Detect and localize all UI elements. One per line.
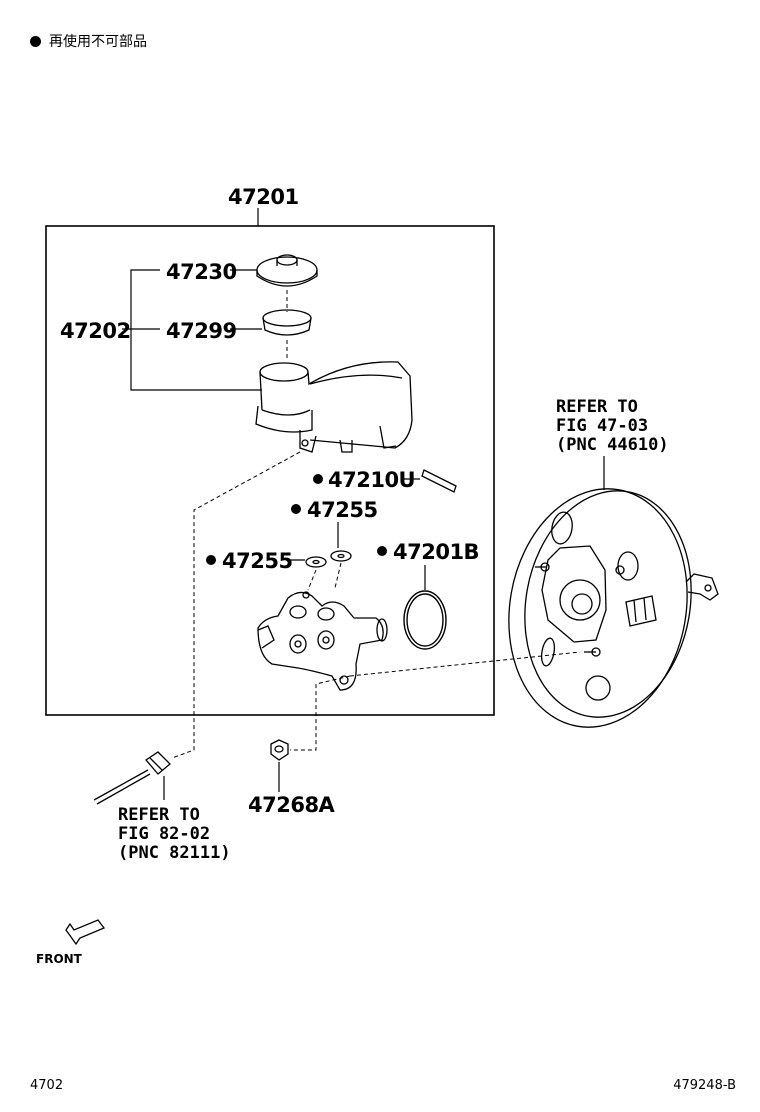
part-47255b-label[interactable]: 47255	[222, 549, 293, 573]
booster-ref-line1: REFER TO	[556, 397, 638, 417]
bracket-47202	[130, 269, 262, 391]
brake-line-connector	[93, 751, 171, 805]
footer-page-code: 4702	[30, 1078, 64, 1093]
reservoir-pin	[421, 469, 457, 493]
grommet-upper	[330, 550, 352, 562]
part-47201-label[interactable]: 47201	[228, 185, 299, 209]
front-label: FRONT	[36, 952, 83, 966]
o-ring	[403, 590, 447, 650]
part-47299-label[interactable]: 47299	[166, 319, 237, 343]
part-47268A-label[interactable]: 47268A	[248, 793, 336, 817]
footer-figure-code: 479248-B	[673, 1078, 736, 1093]
bullet-icon	[30, 35, 41, 47]
grommet-lower	[305, 556, 327, 568]
nut-47268A	[270, 739, 289, 761]
brake-line-ref-line1: REFER TO	[118, 805, 200, 825]
booster-ref-line2: FIG 47-03	[556, 416, 648, 436]
reservoir-strainer	[262, 309, 312, 336]
brake-line-ref-line3: (PNC 82111)	[118, 843, 231, 863]
brake-line-ref-line2: FIG 82-02	[118, 824, 210, 844]
reservoir-tank	[255, 361, 413, 453]
part-47201B-label[interactable]: 47201B	[393, 540, 480, 564]
booster-ref-line3: (PNC 44610)	[556, 435, 669, 455]
master-cylinder	[257, 591, 388, 691]
brake-booster	[508, 488, 719, 728]
reservoir-cap	[256, 254, 318, 287]
part-47210U-label[interactable]: 47210U	[328, 468, 416, 492]
assembly-frame	[45, 225, 495, 716]
part-47230-label[interactable]: 47230	[166, 260, 237, 284]
part-47255a-label[interactable]: 47255	[307, 498, 378, 522]
non-reusable-legend: 再使用不可部品	[30, 31, 147, 51]
legend-text: 再使用不可部品	[49, 34, 147, 50]
front-arrow-icon	[65, 919, 106, 946]
part-47202-label[interactable]: 47202	[60, 319, 131, 343]
